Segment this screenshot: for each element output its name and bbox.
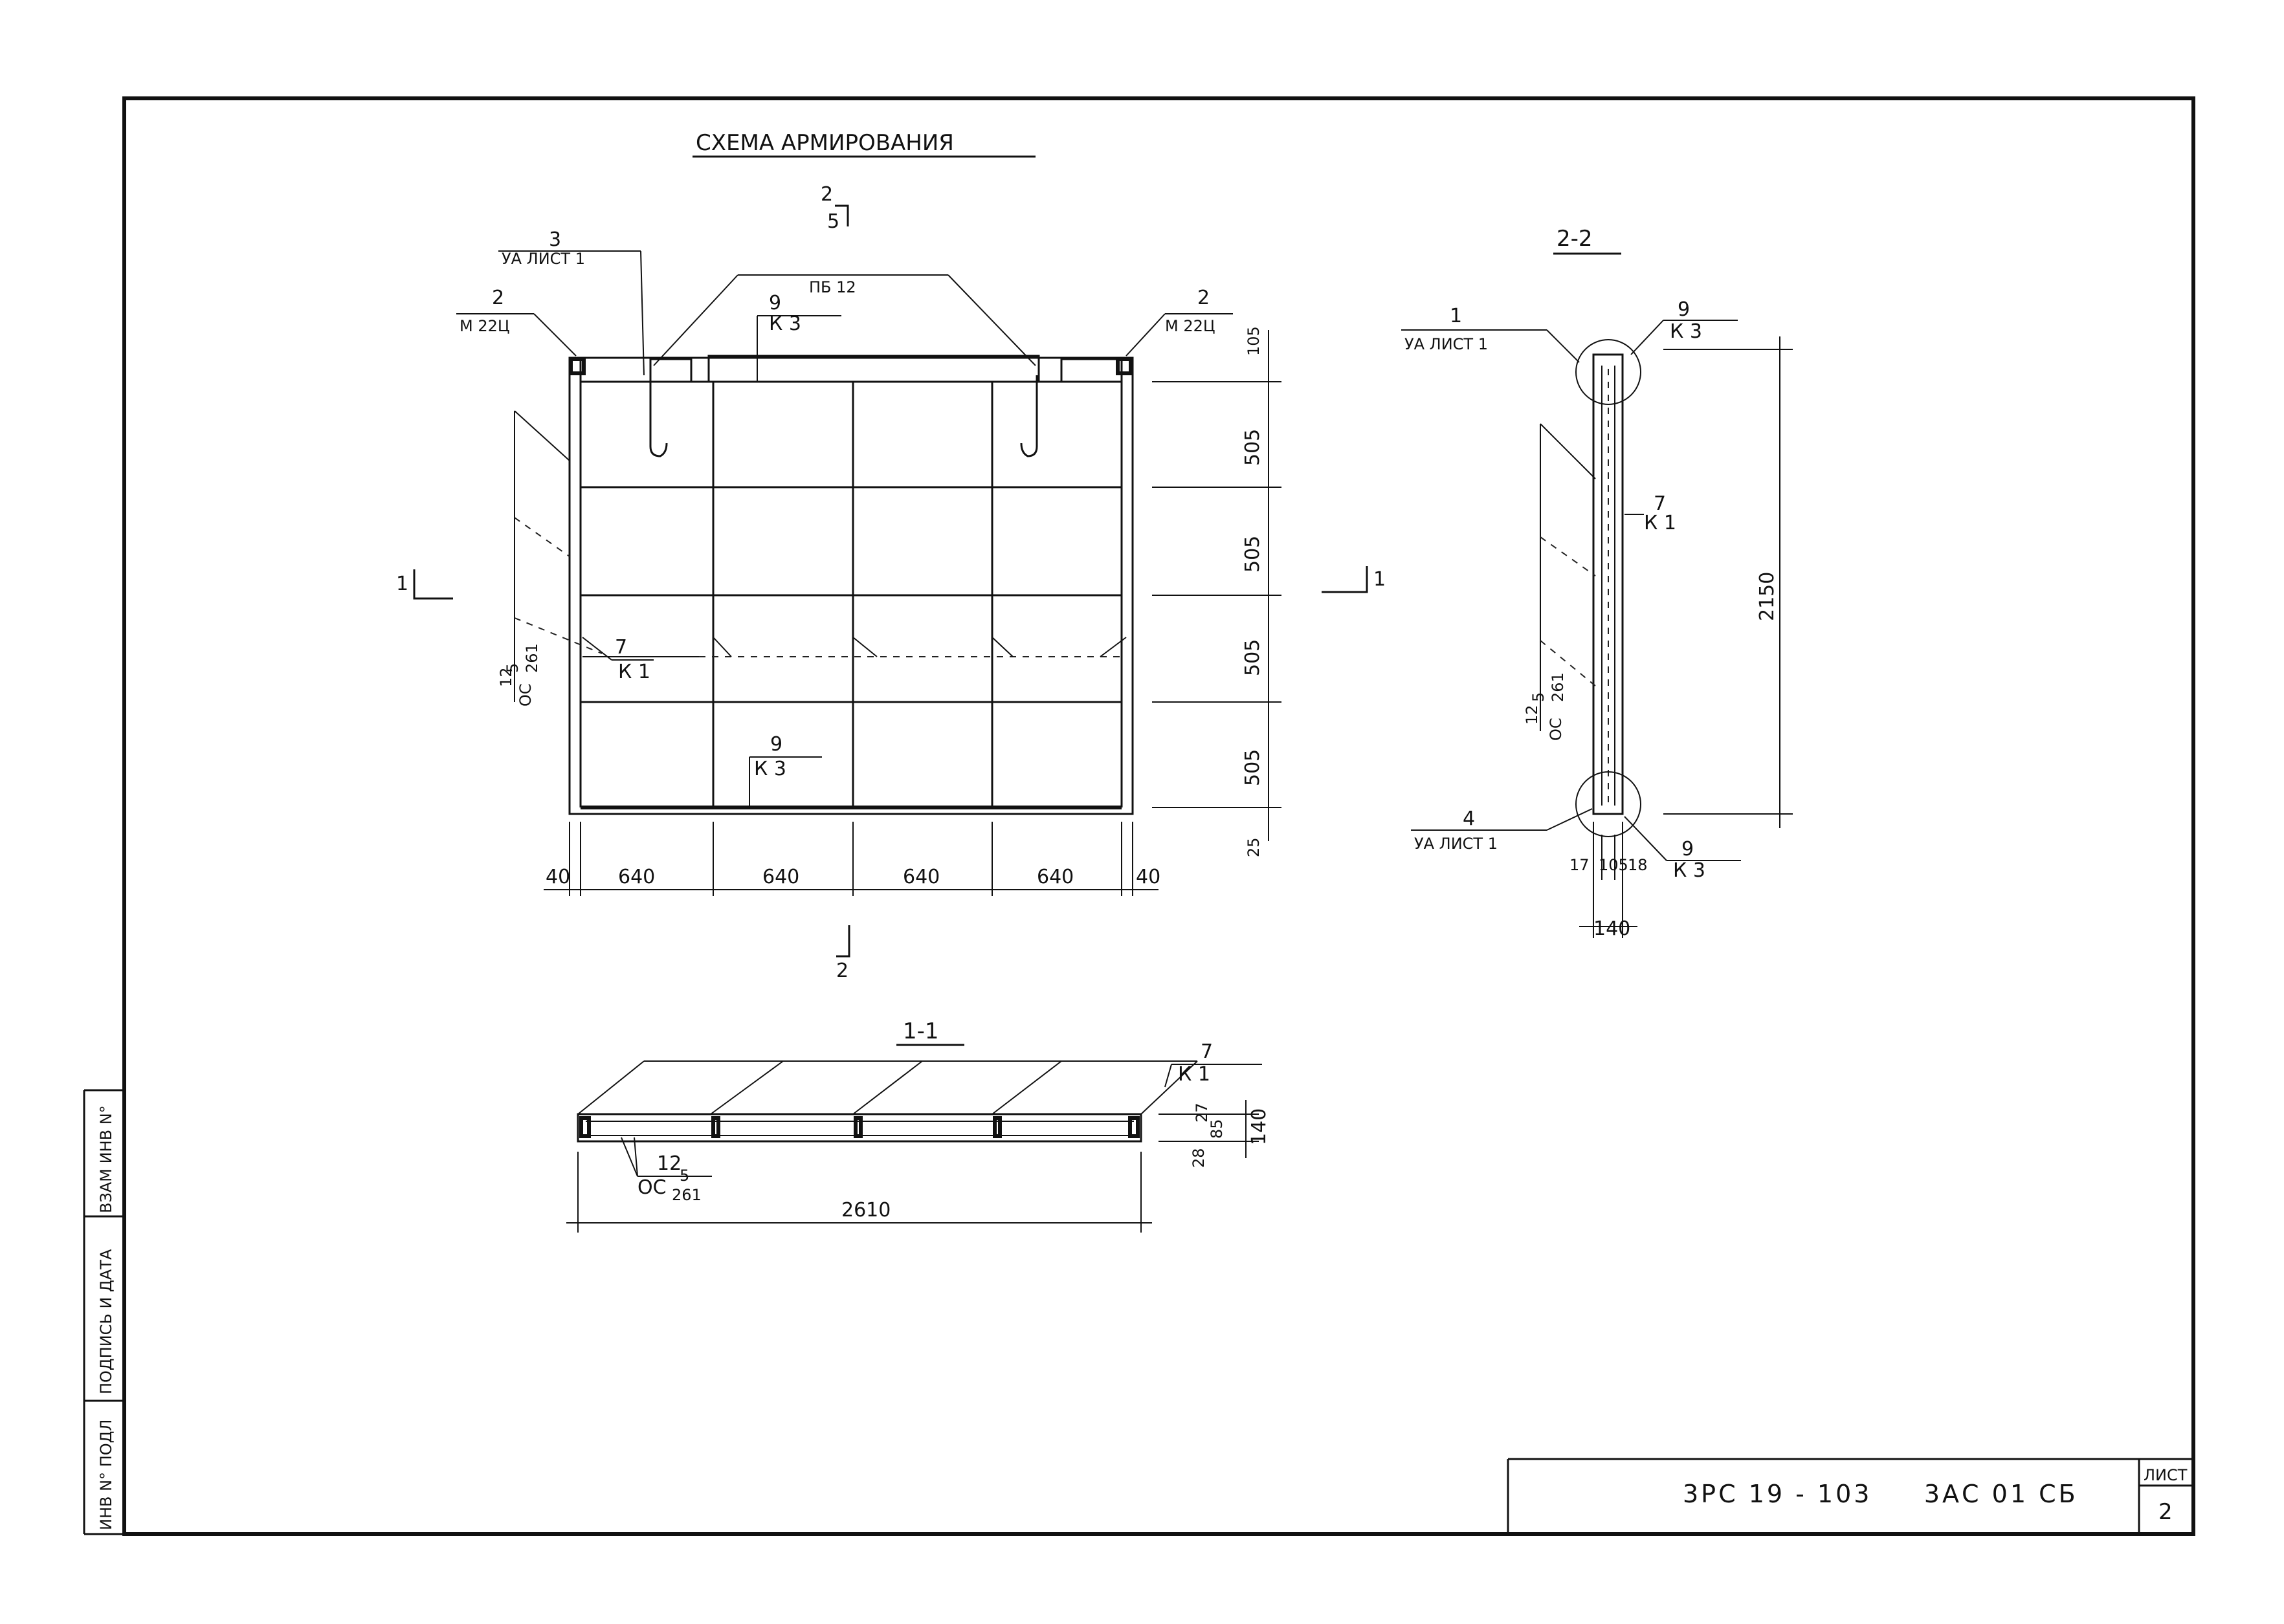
dim-v: 505 xyxy=(1241,749,1264,786)
callout-ref: УА ЛИСТ 1 xyxy=(1414,835,1498,853)
drawing-code: 3РС 19 - 103 3АС 01 СБ xyxy=(1683,1480,2078,1508)
sheet-number: 2 xyxy=(2158,1499,2173,1525)
lifting-hook xyxy=(649,375,668,457)
callout-frac-top: 5 xyxy=(1529,692,1547,702)
plan-dim-total: 140 xyxy=(1248,1108,1270,1145)
stamp-label-vzam: ВЗАМ ИНВ N° xyxy=(97,1105,115,1213)
callout-num: 2 xyxy=(492,287,504,309)
side-dim-bottom: 17 xyxy=(1569,856,1590,874)
callout-num: 9 xyxy=(1681,838,1694,861)
callout-num: 7 xyxy=(615,636,627,659)
callout-ref: ОС xyxy=(638,1176,667,1199)
dim-h: 640 xyxy=(618,866,655,888)
sheet-label: ЛИСТ xyxy=(2144,1466,2188,1484)
side-height: 2150 xyxy=(1756,572,1779,621)
callout-frac-bot: 261 xyxy=(1549,672,1567,702)
cut-label-2: 2 xyxy=(821,183,833,206)
side-dim-bottom: 18 xyxy=(1628,856,1648,874)
callout-ref: М 22Ц xyxy=(1165,317,1215,335)
stamp-label-inv: ИНВ N° ПОДЛ xyxy=(97,1420,115,1530)
callout-num: 2 xyxy=(1197,287,1210,309)
callout-num: 12 xyxy=(657,1152,682,1175)
cut-label-2: 2 xyxy=(836,960,848,982)
drawing-frame xyxy=(122,96,2195,1536)
front-view: 40 640 640 640 640 40 105 505 505 505 50… xyxy=(396,183,1386,982)
lifting-hook xyxy=(1020,375,1038,457)
callout-ref: ОС xyxy=(516,683,535,707)
dim-v: 505 xyxy=(1241,429,1264,466)
callout-num: 12 xyxy=(1523,705,1541,725)
callout-ref: К 1 xyxy=(618,661,650,683)
plan-dim-v: 85 xyxy=(1208,1119,1226,1139)
callout-ref: К 3 xyxy=(754,758,786,780)
callout-ref: ПБ 12 xyxy=(809,278,856,296)
side-outline xyxy=(1592,353,1624,815)
plan-length: 2610 xyxy=(841,1199,891,1222)
callout-frac-bot: 261 xyxy=(523,643,541,673)
callout-num: 9 xyxy=(770,733,782,756)
section-title-22: 2-2 xyxy=(1557,226,1593,252)
callout-ref: УА ЛИСТ 1 xyxy=(502,250,585,268)
callout-ref: УА ЛИСТ 1 xyxy=(1404,335,1488,353)
callout-frac-bot: 261 xyxy=(672,1186,702,1204)
callout-ref: К 1 xyxy=(1644,512,1676,534)
section-2-2: 2-2 2150 17 105 18 140 1 УА ЛИСТ 1 9 К 3 xyxy=(1401,226,1793,940)
dim-v: 505 xyxy=(1241,639,1264,676)
dim-h: 40 xyxy=(546,866,570,888)
section-title-11: 1-1 xyxy=(903,1018,939,1044)
dim-h: 640 xyxy=(903,866,940,888)
side-dim-bottom: 105 xyxy=(1599,856,1628,874)
cut-label-1: 1 xyxy=(1373,568,1386,591)
callout-frac-top: 5 xyxy=(504,663,522,673)
side-dim-total: 140 xyxy=(1593,917,1630,940)
callout-num: 1 xyxy=(1450,305,1462,327)
callout-num: 12 xyxy=(497,667,515,687)
callout-ref: К 3 xyxy=(1673,859,1705,882)
dim-h: 40 xyxy=(1136,866,1160,888)
plan-outline xyxy=(577,1113,1142,1143)
cut-label-1: 1 xyxy=(396,573,408,595)
stamp-label-sign: ПОДПИСЬ И ДАТА xyxy=(97,1249,115,1394)
drawing-title: СХЕМА АРМИРОВАНИЯ xyxy=(696,130,954,156)
callout-num: 7 xyxy=(1654,492,1666,515)
panel-outline xyxy=(568,357,1134,815)
callout-num: 5 xyxy=(827,210,839,233)
callout-num: 9 xyxy=(769,292,781,314)
callout-num: 4 xyxy=(1463,807,1475,830)
callout-ref: К 1 xyxy=(1178,1063,1210,1086)
callout-ref: ОС xyxy=(1547,718,1565,741)
dim-h: 640 xyxy=(762,866,799,888)
callout-num: 7 xyxy=(1201,1040,1213,1063)
callout-ref: К 3 xyxy=(1670,320,1702,343)
plan-dim-v: 27 xyxy=(1193,1103,1211,1123)
dim-v: 105 xyxy=(1245,326,1263,356)
callout-num: 9 xyxy=(1678,298,1690,321)
dim-v: 25 xyxy=(1245,837,1263,857)
title-block: 3РС 19 - 103 3АС 01 СБ ЛИСТ 2 xyxy=(1507,1458,2193,1534)
callout-ref: М 22Ц xyxy=(460,317,510,335)
dim-v: 505 xyxy=(1241,536,1264,573)
dim-h: 640 xyxy=(1037,866,1074,888)
callout-num: 3 xyxy=(549,228,561,251)
plan-dim-v: 28 xyxy=(1190,1148,1208,1168)
section-1-1: 1-1 2610 27 85 28 140 7 К 1 12 ОС 5 xyxy=(566,1018,1270,1233)
